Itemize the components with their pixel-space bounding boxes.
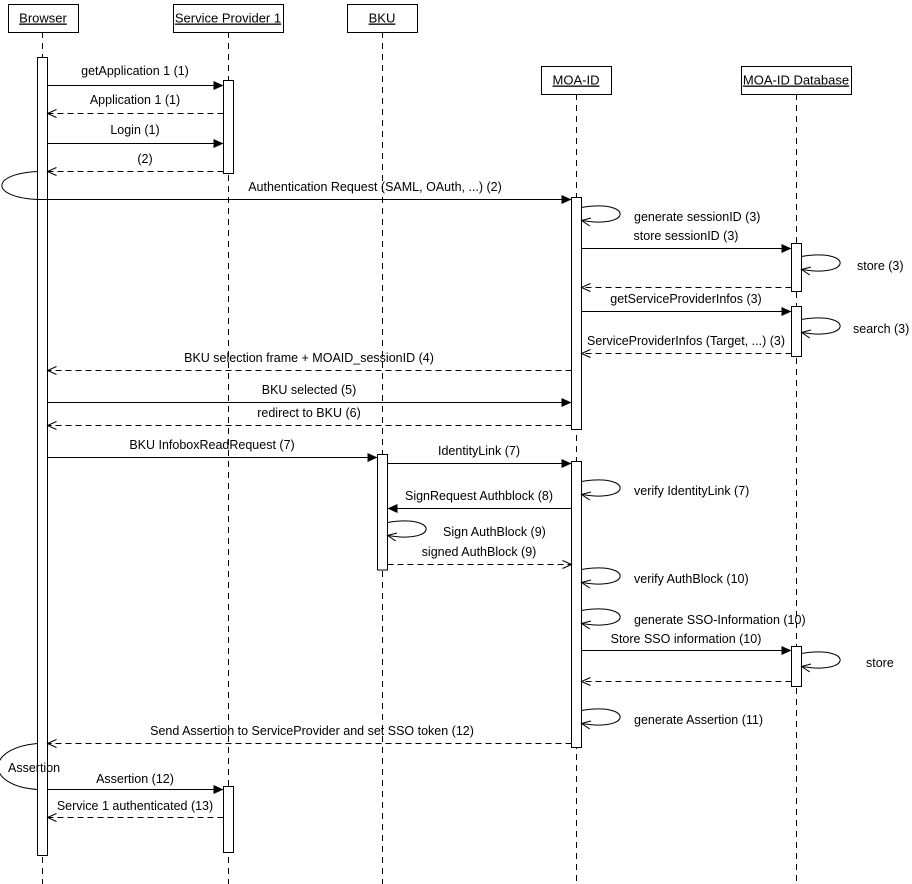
message-label: ServiceProviderInfos (Target, ...) (3) <box>587 334 785 348</box>
message-label: verify IdentityLink (7) <box>634 484 749 498</box>
lifeline-name: MOA-ID Database <box>743 73 849 88</box>
msg-login: Login (1) <box>47 123 224 148</box>
message-label: Login (1) <box>110 123 159 137</box>
self-loop <box>388 520 427 537</box>
msg-signed-authblock: signed AuthBlock (9) <box>387 545 572 565</box>
message-label: Application 1 (1) <box>90 93 180 107</box>
message-label: Assertion (12) <box>96 772 174 786</box>
msg-getserviceproviderinfos: getServiceProviderInfos (3) <box>581 292 792 316</box>
activation-db-third <box>791 646 802 687</box>
msg-bku-infoboxreadrequest: BKU InfoboxReadRequest (7) <box>47 438 378 462</box>
msg-service1-authenticated: Service 1 authenticated (13) <box>48 799 224 818</box>
self-search: search (3) <box>802 317 909 336</box>
lifeline-name: Service Provider 1 <box>175 11 281 26</box>
msg-return-2: (2) <box>48 152 224 172</box>
msg-application-return: Application 1 (1) <box>48 93 224 114</box>
message-label: store sessionID (3) <box>634 229 739 243</box>
msg-getapplication: getApplication 1 (1) <box>47 64 224 90</box>
activation-db-second <box>791 306 802 357</box>
activation-db-first <box>791 243 802 292</box>
browser-redirect-curve <box>1 171 38 200</box>
msg-store-sso-information: Store SSO information (10) <box>581 632 792 655</box>
message-label: search (3) <box>853 322 909 336</box>
message-label: BKU InfoboxReadRequest (7) <box>129 438 294 452</box>
activation-sp1-first <box>223 80 234 174</box>
lifeline-box <box>8 4 79 33</box>
message-label: verify AuthBlock (10) <box>634 572 749 586</box>
self-generate-sessionid: generate sessionID (3) <box>582 205 760 224</box>
msg-redirect-to-bku: redirect to BKU (6) <box>48 406 572 426</box>
activation-bku <box>377 454 388 571</box>
message-label: getApplication 1 (1) <box>81 64 189 78</box>
message-label: BKU selected (5) <box>262 383 356 397</box>
message-label: store <box>866 656 894 670</box>
self-generate-sso-information: generate SSO-Information (10) <box>582 608 806 627</box>
message-label: signed AuthBlock (9) <box>422 545 537 559</box>
activation-sp1-second <box>223 786 234 853</box>
message-label: Service 1 authenticated (13) <box>57 799 213 813</box>
self-verify-authblock: verify AuthBlock (10) <box>582 567 749 586</box>
message-label: Store SSO information (10) <box>611 632 762 646</box>
self-loop <box>582 205 621 222</box>
self-loop <box>582 608 621 625</box>
lifeline-box <box>741 66 852 95</box>
activation-browser <box>37 57 48 856</box>
message-label: generate Assertion (11) <box>634 713 763 727</box>
message-label: generate SSO-Information (10) <box>634 613 806 627</box>
self-loop <box>582 479 621 496</box>
msg-serviceproviderinfos-return: ServiceProviderInfos (Target, ...) (3) <box>582 334 792 354</box>
message-label: generate sessionID (3) <box>634 210 760 224</box>
msg-bku-selection-frame: BKU selection frame + MOAID_sessionID (4… <box>48 351 572 371</box>
msg-send-assertion: Send Assertion to ServiceProvider and se… <box>48 724 572 744</box>
msg-bku-selected: BKU selected (5) <box>47 383 572 407</box>
msg-assertion: Assertion (12) <box>47 772 224 794</box>
self-loop <box>802 651 841 668</box>
msg-store-sessionid: store sessionID (3) <box>581 229 792 253</box>
msg-authentication-request: Authentication Request (SAML, OAuth, ...… <box>37 180 572 204</box>
self-generate-assertion: generate Assertion (11) <box>582 708 763 727</box>
message-label: Send Assertion to ServiceProvider and se… <box>150 724 474 738</box>
lifeline-box <box>347 4 418 33</box>
self-store-sso: store <box>802 651 894 670</box>
self-sign-authblock: Sign AuthBlock (9) <box>388 520 546 539</box>
self-verify-identitylink: verify IdentityLink (7) <box>582 479 749 498</box>
self-loop <box>582 567 621 584</box>
message-label: getServiceProviderInfos (3) <box>610 292 761 306</box>
lifeline-head-moa-id: MOA-ID <box>541 66 612 95</box>
message-label: (2) <box>137 152 152 166</box>
assertion-annotation: Assertion <box>8 761 60 775</box>
activation-moa-id-first <box>571 197 582 430</box>
message-label: Authentication Request (SAML, OAuth, ...… <box>248 180 502 194</box>
msg-identitylink: IdentityLink (7) <box>387 444 572 468</box>
lifeline-name: Browser <box>19 11 67 26</box>
message-label: IdentityLink (7) <box>438 444 520 458</box>
lifeline-box <box>173 4 284 33</box>
message-label: redirect to BKU (6) <box>257 406 361 420</box>
self-store: store (3) <box>802 254 904 273</box>
lifeline-head-moa-id-database: MOA-ID Database <box>741 66 852 95</box>
lifeline-name: MOA-ID <box>553 73 600 88</box>
lifeline-head-browser: Browser <box>8 4 79 33</box>
lifeline-head-bku: BKU <box>347 4 418 33</box>
message-label: store (3) <box>857 259 904 273</box>
browser-assertion-curve <box>0 743 38 790</box>
lifeline-box <box>541 66 612 95</box>
message-label: Sign AuthBlock (9) <box>443 525 546 539</box>
self-loop <box>802 317 841 334</box>
self-loop <box>582 708 621 725</box>
lifeline-name: BKU <box>369 11 396 26</box>
lifeline-head-service-provider-1: Service Provider 1 <box>173 4 284 33</box>
message-label: SignRequest Authblock (8) <box>405 489 553 503</box>
msg-signrequest-authblock: SignRequest Authblock (8) <box>387 489 572 513</box>
activation-moa-id-second <box>571 461 582 748</box>
message-label: BKU selection frame + MOAID_sessionID (4… <box>184 351 434 365</box>
self-loop <box>802 254 841 271</box>
